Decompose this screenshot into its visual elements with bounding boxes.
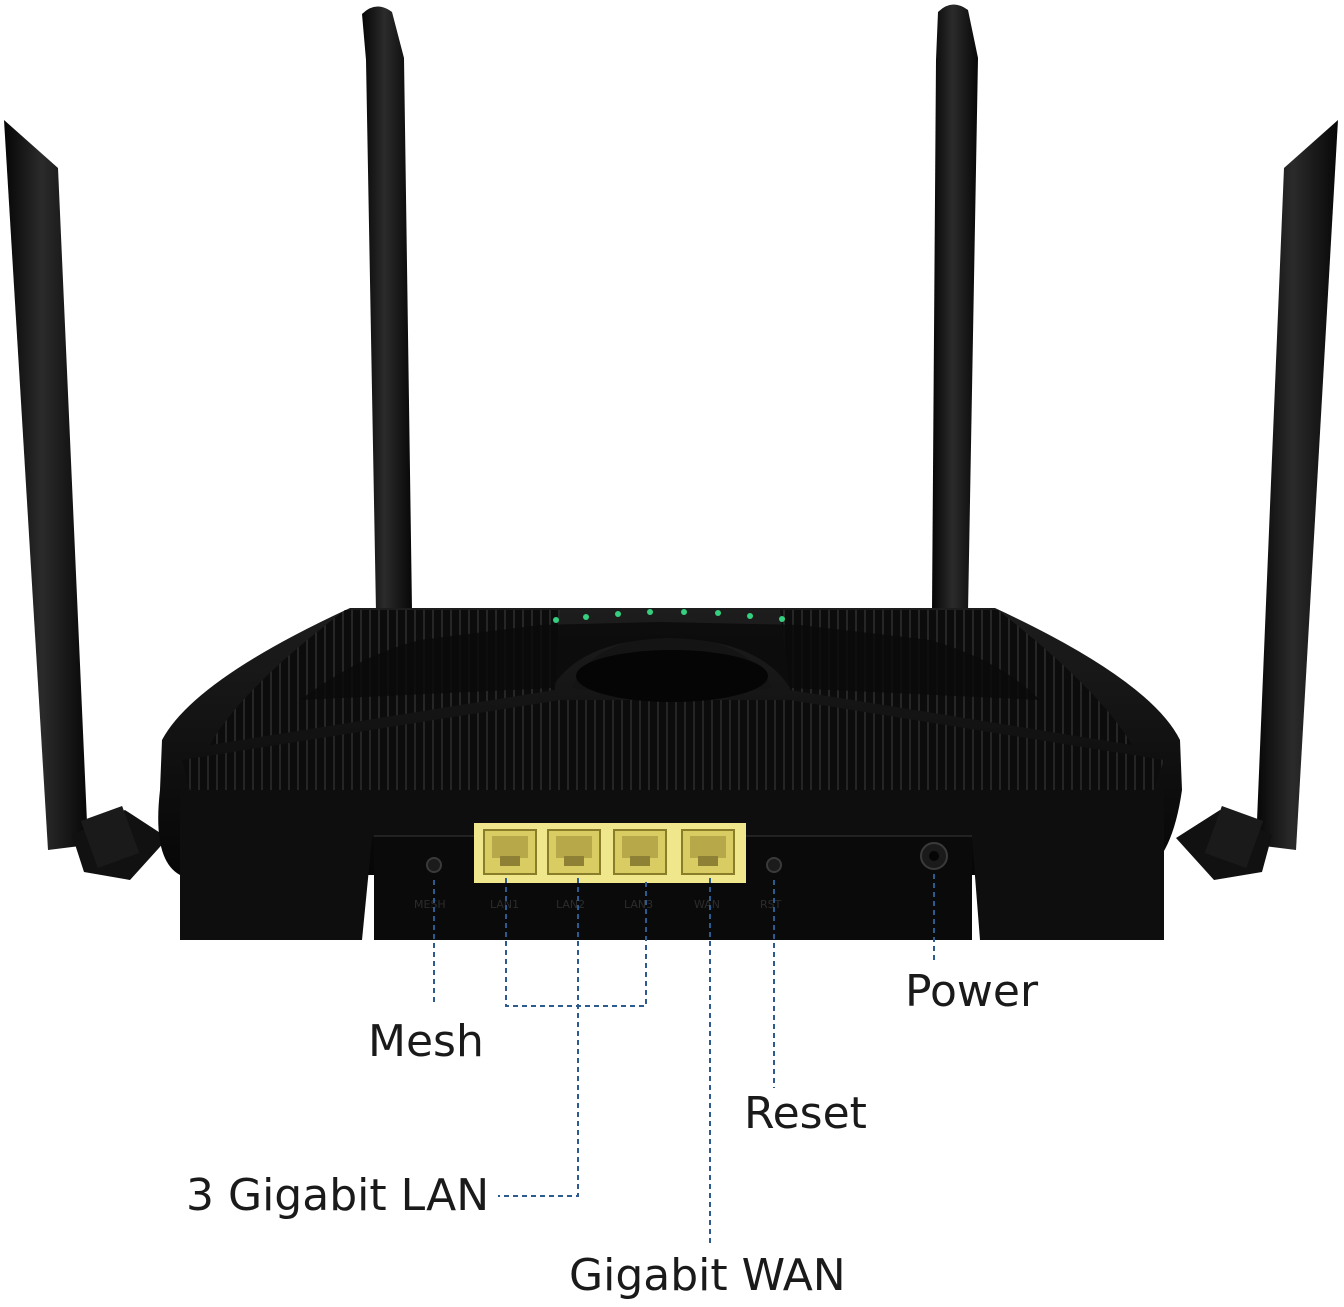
- reset-button[interactable]: [766, 857, 782, 873]
- power-label: Power: [905, 966, 1039, 1017]
- port-labels: MESH LAN1 LAN2 LAN3 WAN RST: [414, 898, 782, 911]
- ethernet-port-wan[interactable]: [681, 829, 735, 875]
- mesh-button[interactable]: [426, 857, 442, 873]
- leader-lines: [433, 874, 935, 1246]
- status-leds: [553, 609, 785, 623]
- ethernet-port-lan2[interactable]: [547, 829, 601, 875]
- ethernet-ports: [474, 823, 746, 883]
- antenna-icon: [362, 6, 412, 612]
- port-label-lan2: LAN2: [556, 898, 585, 911]
- antenna-icon: [4, 120, 88, 850]
- port-label-lan1: LAN1: [490, 898, 519, 911]
- antenna-icon: [932, 4, 978, 612]
- port-label-mesh: MESH: [414, 898, 446, 911]
- lan-label: 3 Gigabit LAN: [186, 1170, 490, 1221]
- mesh-label: Mesh: [368, 1016, 484, 1067]
- leader-lan: [498, 878, 647, 1197]
- ethernet-port-lan1[interactable]: [483, 829, 537, 875]
- antenna-far-right: [1176, 120, 1338, 880]
- power-jack-icon[interactable]: [920, 842, 948, 870]
- port-label-wan: WAN: [694, 898, 720, 911]
- antenna-inner-right: [932, 4, 978, 612]
- antenna-icon: [1256, 120, 1338, 850]
- ethernet-port-lan3[interactable]: [613, 829, 667, 875]
- reset-label: Reset: [744, 1088, 867, 1139]
- antenna-far-left: [4, 120, 168, 880]
- port-label-lan3: LAN3: [624, 898, 653, 911]
- wan-label: Gigabit WAN: [569, 1250, 846, 1301]
- port-label-rst: RST: [760, 898, 782, 911]
- router-body: [158, 608, 1182, 940]
- antenna-inner-left: [362, 6, 412, 612]
